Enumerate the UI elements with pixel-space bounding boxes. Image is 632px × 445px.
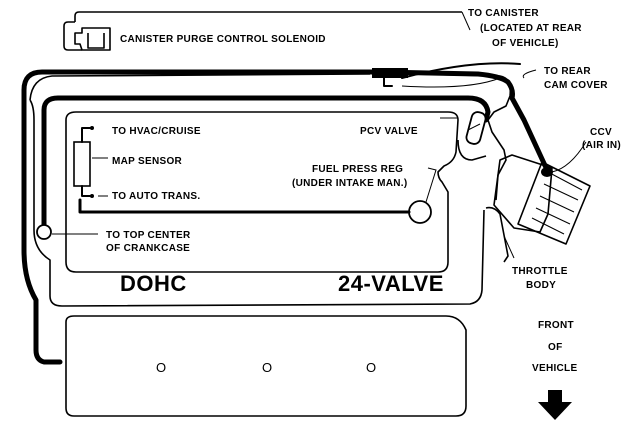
- label-canister-2: (LOCATED AT REAR: [480, 23, 582, 34]
- label-24-valve: 24-VALVE: [338, 271, 444, 296]
- label-canister-3: OF VEHICLE): [492, 38, 559, 49]
- label-dohc: DOHC: [120, 271, 187, 296]
- engine-outline: [29, 73, 591, 307]
- main-vacuum-hose: [21, 62, 551, 365]
- label-leaders: [461, 11, 537, 259]
- oil-pan-hole-3: O: [366, 360, 376, 375]
- diagram-labels: TO CANISTER (LOCATED AT REAR OF VEHICLE)…: [106, 8, 621, 375]
- label-hvac-cruise: TO HVAC/CRUISE: [112, 126, 201, 137]
- front-arrow-icon: [538, 390, 572, 420]
- label-ccv-1: CCV: [590, 127, 612, 138]
- label-throttle-1: THROTTLE: [512, 266, 568, 277]
- oil-pan-hole-2: O: [262, 360, 272, 375]
- fuel-pressure-regulator: [78, 167, 437, 224]
- pcv-valve: [440, 111, 487, 161]
- label-auto-trans: TO AUTO TRANS.: [112, 191, 200, 202]
- label-pcv-valve: PCV VALVE: [360, 126, 418, 137]
- oil-pan-hole-1: O: [156, 360, 166, 375]
- label-throttle-2: BODY: [526, 280, 556, 291]
- label-front-1: FRONT: [538, 320, 574, 331]
- label-rear-cam-2: CAM COVER: [544, 80, 608, 91]
- ccv-air-in: [541, 141, 587, 177]
- hose-connector: [372, 68, 408, 78]
- canister-purge-solenoid: [63, 11, 462, 51]
- label-crankcase-2: OF CRANKCASE: [106, 243, 190, 254]
- label-crankcase-1: TO TOP CENTER: [106, 230, 191, 241]
- map-sensor: [73, 126, 108, 198]
- label-canister-1: TO CANISTER: [468, 8, 539, 19]
- crankcase-port: [36, 224, 98, 240]
- label-front-2: OF: [548, 342, 563, 353]
- oil-pan-cover: [65, 315, 467, 417]
- label-ccv-2: (AIR IN): [582, 140, 621, 151]
- label-front-3: VEHICLE: [532, 363, 577, 374]
- label-map-sensor: MAP SENSOR: [112, 156, 183, 167]
- label-fuel-press-1: FUEL PRESS REG: [312, 164, 403, 175]
- label-purge-solenoid: CANISTER PURGE CONTROL SOLENOID: [120, 34, 326, 45]
- label-fuel-press-2: (UNDER INTAKE MAN.): [292, 178, 408, 189]
- label-rear-cam-1: TO REAR: [544, 66, 591, 77]
